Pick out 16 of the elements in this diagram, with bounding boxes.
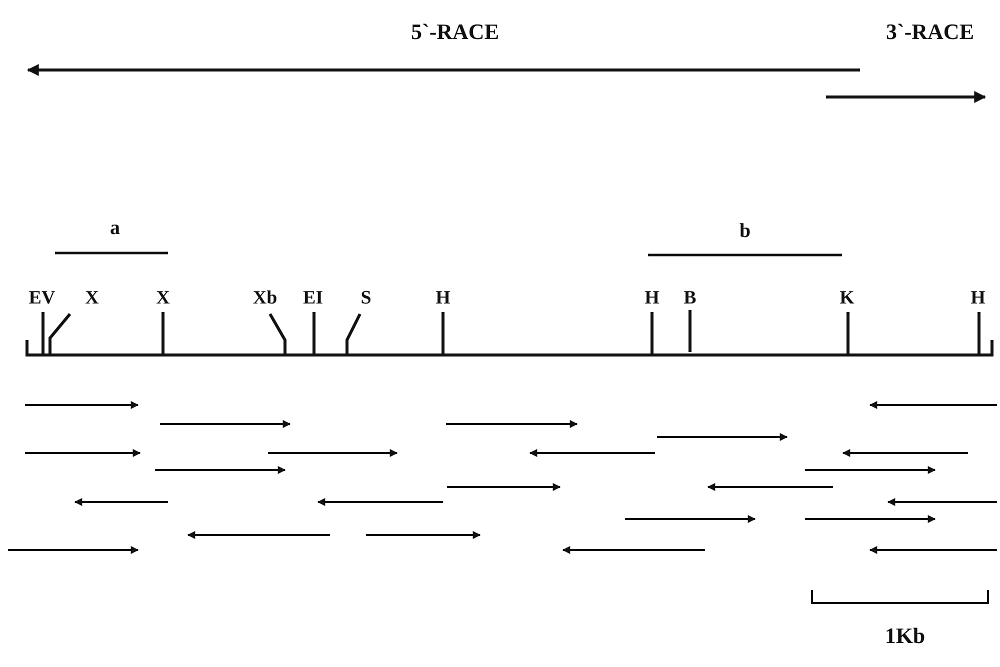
- site-label: EI: [302, 288, 324, 308]
- site-label: H: [436, 288, 450, 308]
- site-label: K: [840, 288, 854, 308]
- site-label: EV: [28, 288, 56, 308]
- site-label: Xb: [252, 288, 278, 308]
- site-label: X: [85, 288, 99, 308]
- site-label: B: [684, 288, 696, 308]
- race-label: 3`-RACE: [886, 21, 974, 43]
- probe-label: b: [739, 221, 751, 241]
- site-label: X: [156, 288, 170, 308]
- site-label: H: [970, 288, 986, 308]
- scale-label: 1Kb: [884, 625, 926, 647]
- site-label: S: [360, 288, 372, 308]
- site-label: H: [644, 288, 660, 308]
- probe-label: a: [110, 218, 120, 238]
- race-label: 5`-RACE: [411, 21, 499, 43]
